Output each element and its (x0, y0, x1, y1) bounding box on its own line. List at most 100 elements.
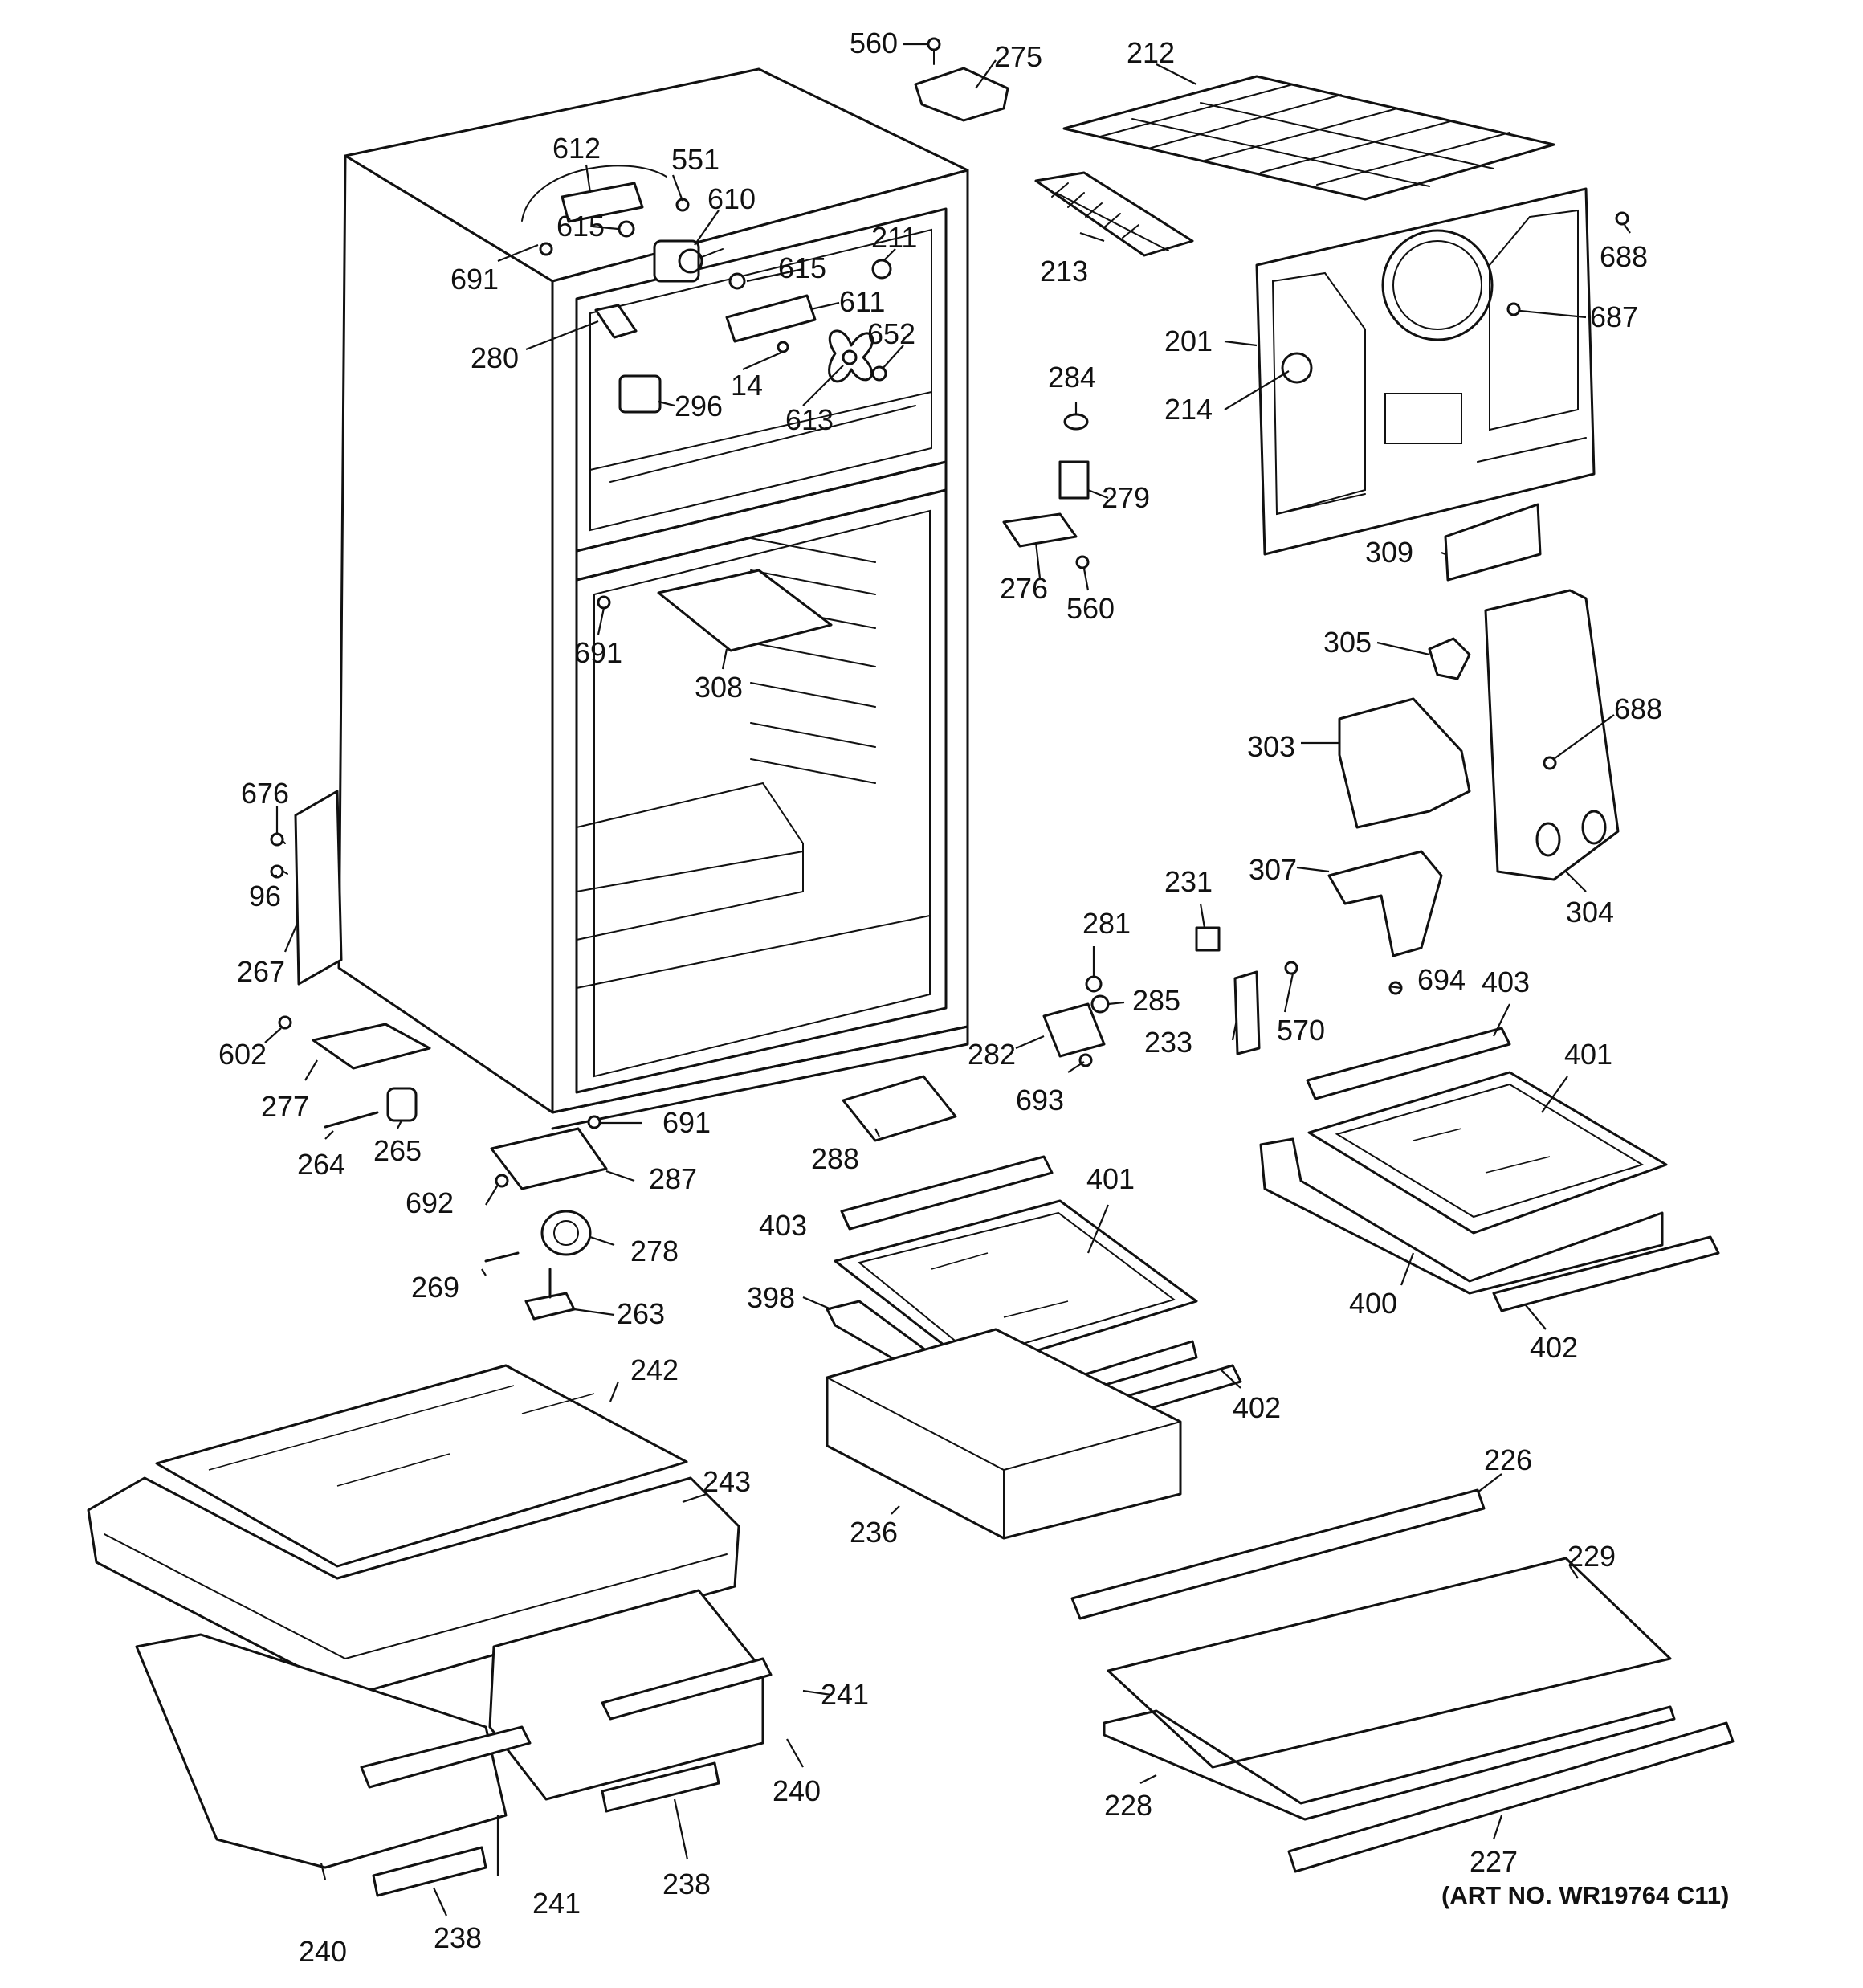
shelf-lower-assembly (1070, 1488, 1735, 1873)
part-236-drawer (826, 1328, 1182, 1540)
callout-214: 214 (1164, 393, 1213, 426)
part-613-fan (828, 329, 874, 383)
callout-307: 307 (1249, 853, 1297, 886)
part-296-block (618, 374, 662, 414)
part-231-clip (1195, 926, 1221, 952)
screw-icon (1615, 211, 1629, 226)
part-280-duct (594, 304, 638, 339)
callout-240-right: 240 (773, 1774, 821, 1807)
callout-610: 610 (707, 182, 756, 215)
callout-96: 96 (249, 880, 281, 912)
callout-401-right: 401 (1564, 1038, 1612, 1071)
part-279-pin (1058, 460, 1090, 500)
part-278-wheel (540, 1210, 592, 1256)
callout-687: 687 (1590, 300, 1638, 333)
part-240-crisper-left (135, 1633, 508, 1869)
callout-276: 276 (1000, 572, 1048, 605)
callout-14: 14 (731, 369, 763, 402)
part-264-pin (324, 1111, 379, 1129)
shelf-middle-assembly (826, 1155, 1242, 1540)
callout-241-left: 241 (532, 1887, 581, 1920)
callout-303: 303 (1247, 730, 1295, 763)
shelf-right-assembly (1259, 1027, 1720, 1312)
leader-lines (264, 43, 1631, 1917)
callout-243: 243 (703, 1465, 751, 1498)
callout-613: 613 (785, 403, 834, 436)
callout-402-right: 402 (1530, 1331, 1578, 1364)
callout-280: 280 (471, 341, 519, 374)
part-276-bracket (1002, 512, 1078, 548)
callout-287: 287 (649, 1162, 697, 1195)
screw-icon (587, 1115, 601, 1129)
part-401-glass-shelf (1307, 1071, 1668, 1235)
part-275-top-hinge (914, 67, 1009, 122)
callout-676: 676 (241, 777, 289, 810)
part-398-frame (826, 1300, 1198, 1419)
callout-211: 211 (871, 221, 917, 254)
part-212-wire-shelf (1062, 75, 1555, 201)
callout-labels: 560 275 212 612 551 610 615 691 211 615 … (218, 27, 1662, 1968)
screw-icon (1543, 756, 1557, 770)
callout-400: 400 (1349, 1287, 1397, 1320)
callout-691-low: 691 (662, 1106, 711, 1139)
callout-615-a: 615 (556, 210, 605, 243)
part-402-trim (1492, 1235, 1720, 1312)
callout-693: 693 (1016, 1084, 1064, 1116)
part-226-trim (1070, 1488, 1486, 1620)
callout-227: 227 (1470, 1845, 1518, 1878)
part-281-nut (1085, 975, 1103, 993)
callout-570: 570 (1277, 1014, 1325, 1047)
callout-275: 275 (994, 40, 1042, 73)
part-277-bracket (312, 1023, 431, 1070)
screw-icon (1075, 555, 1090, 569)
callout-398: 398 (747, 1281, 795, 1314)
screw-icon (270, 864, 284, 879)
callout-238-left: 238 (434, 1921, 482, 1954)
callout-402-mid: 402 (1233, 1391, 1281, 1424)
callout-403-right: 403 (1482, 965, 1530, 998)
callout-288: 288 (811, 1142, 859, 1175)
callout-212: 212 (1127, 36, 1175, 69)
part-241-handle-left (360, 1725, 532, 1789)
part-652-nut (871, 365, 887, 382)
callout-233: 233 (1144, 1026, 1192, 1059)
part-304-housing (1484, 589, 1620, 881)
callout-560-mid: 560 (1066, 592, 1115, 625)
callout-242: 242 (630, 1353, 679, 1386)
part-611-bracket (725, 294, 817, 343)
part-240-crisper-right (488, 1589, 764, 1801)
screw-icon (927, 37, 941, 51)
callout-612: 612 (552, 132, 601, 165)
part-265-roller (386, 1087, 418, 1122)
callout-309: 309 (1365, 536, 1413, 569)
screw-icon (278, 1015, 292, 1030)
callout-279: 279 (1102, 481, 1150, 514)
callout-551: 551 (671, 143, 720, 176)
callout-652: 652 (867, 317, 915, 350)
callout-304: 304 (1566, 896, 1614, 929)
part-238-slide-left (372, 1846, 487, 1897)
screw-icon (675, 198, 690, 212)
screw-icon (495, 1174, 509, 1188)
callout-285: 285 (1132, 984, 1180, 1017)
callout-238-right: 238 (662, 1868, 711, 1900)
callout-691-top: 691 (450, 263, 499, 296)
callout-231: 231 (1164, 865, 1213, 898)
part-241-handle-right (601, 1657, 773, 1721)
callout-229: 229 (1567, 1540, 1616, 1573)
callout-213: 213 (1040, 255, 1088, 288)
callout-284: 284 (1048, 361, 1096, 394)
callout-226: 226 (1484, 1443, 1532, 1476)
callout-691-mid: 691 (574, 636, 622, 669)
screw-icon (777, 341, 789, 353)
screw-icon (270, 832, 284, 847)
part-308-cover (657, 569, 833, 652)
screw-icon (539, 242, 553, 256)
part-400-frame (1259, 1137, 1664, 1295)
part-287-bracket (490, 1127, 608, 1190)
callout-688-mid: 688 (1614, 692, 1662, 725)
callout-282: 282 (968, 1038, 1016, 1071)
callout-228: 228 (1104, 1789, 1152, 1822)
part-267-hinge (294, 790, 343, 986)
callout-694: 694 (1417, 963, 1466, 996)
